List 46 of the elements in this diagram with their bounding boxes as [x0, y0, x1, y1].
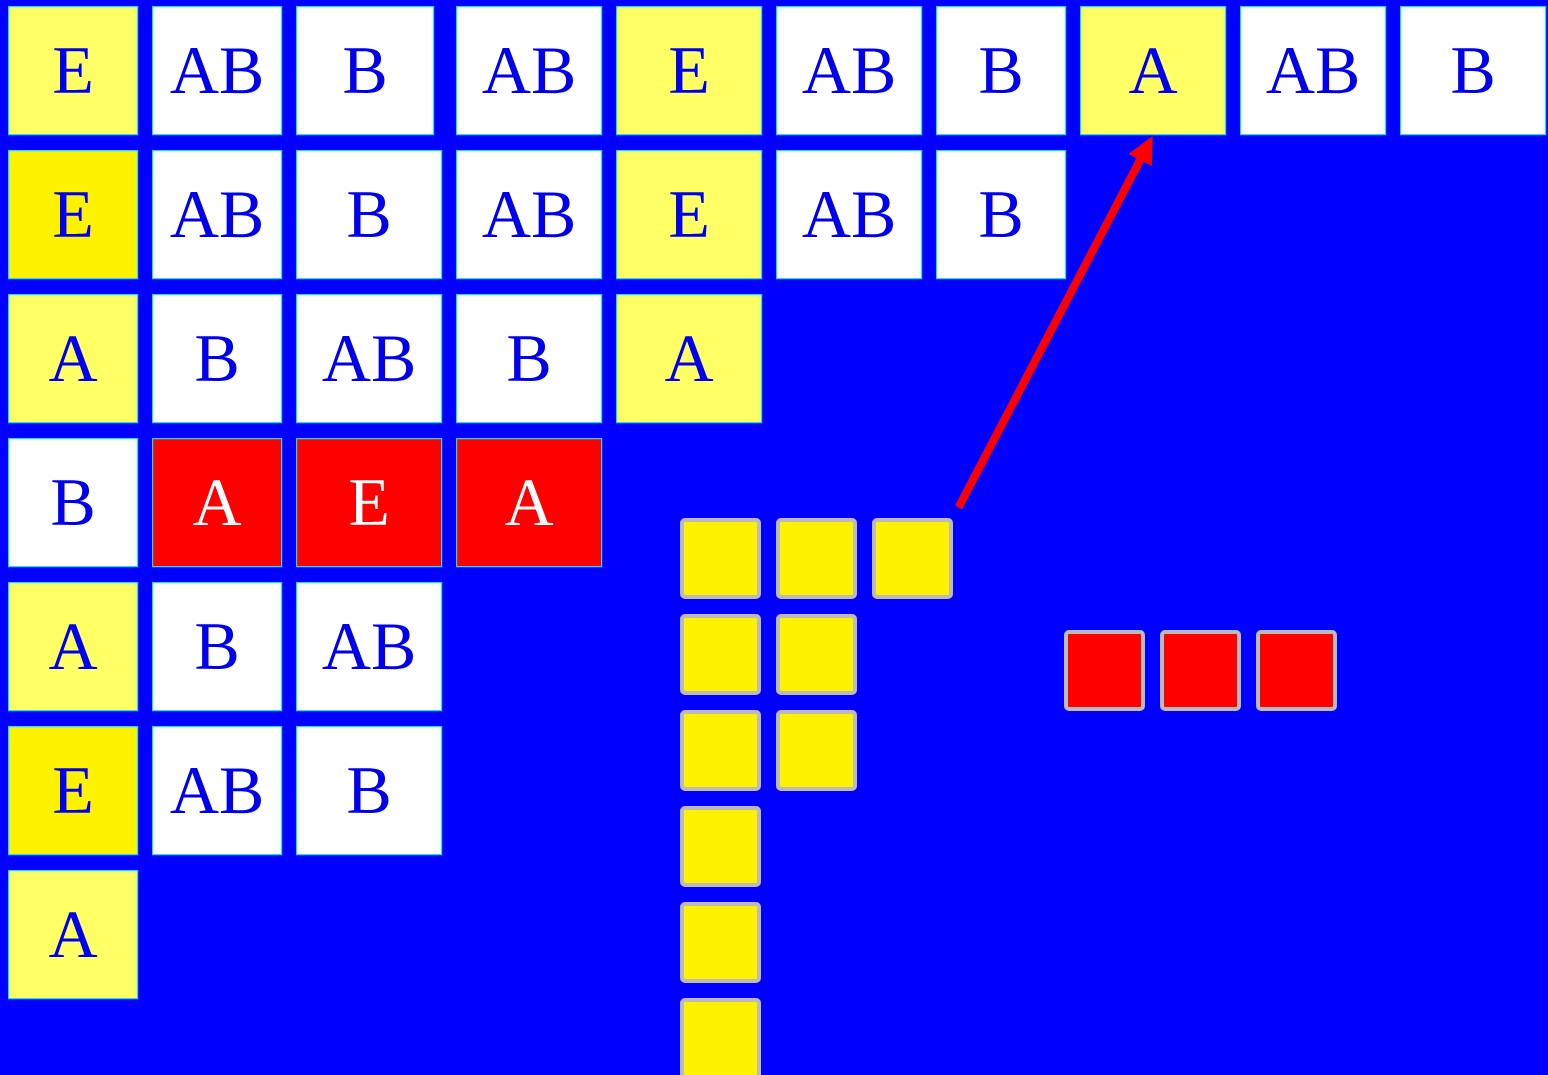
letter-tile: B — [8, 438, 139, 568]
square-tile — [680, 614, 761, 695]
letter-tile: AB — [1240, 6, 1387, 136]
square-tile — [1160, 630, 1241, 711]
letter-tile: A — [616, 294, 763, 424]
letter-tile: E — [8, 6, 139, 136]
letter-tile: AB — [152, 150, 283, 280]
square-tile — [680, 806, 761, 887]
letter-tile: AB — [776, 6, 923, 136]
letter-tile: B — [152, 582, 283, 712]
letter-tile: AB — [296, 294, 443, 424]
square-tile — [776, 710, 857, 791]
letter-tile: B — [152, 294, 283, 424]
square-tile — [872, 518, 953, 599]
letter-tile: AB — [152, 726, 283, 856]
square-tile — [680, 710, 761, 791]
letter-tile: B — [296, 726, 443, 856]
letter-tile: E — [8, 726, 139, 856]
letter-tile: A — [8, 870, 139, 1000]
letter-tile: A — [1080, 6, 1227, 136]
letter-tile: B — [296, 6, 435, 136]
letter-tile: E — [8, 150, 139, 280]
square-tile — [776, 518, 857, 599]
square-tile — [680, 518, 761, 599]
letter-tile: B — [456, 294, 603, 424]
letter-tile: AB — [776, 150, 923, 280]
letter-tile: E — [616, 150, 763, 280]
square-tile — [776, 614, 857, 695]
letter-tile: B — [1400, 6, 1547, 136]
letter-tile: B — [936, 6, 1067, 136]
letter-tile: AB — [152, 6, 283, 136]
letter-tile: B — [936, 150, 1067, 280]
letter-tile: A — [152, 438, 283, 568]
letter-tile: A — [456, 438, 603, 568]
letter-tile: E — [296, 438, 443, 568]
square-tile — [1064, 630, 1145, 711]
letter-tile: A — [8, 582, 139, 712]
square-tile — [680, 902, 761, 983]
letter-tile: E — [616, 6, 763, 136]
square-tile — [1256, 630, 1337, 711]
letter-tile: AB — [456, 150, 603, 280]
square-tile — [680, 998, 761, 1075]
letter-tile: AB — [296, 582, 443, 712]
letter-tile: AB — [456, 6, 603, 136]
letter-tile: B — [296, 150, 443, 280]
letter-tile: A — [8, 294, 139, 424]
